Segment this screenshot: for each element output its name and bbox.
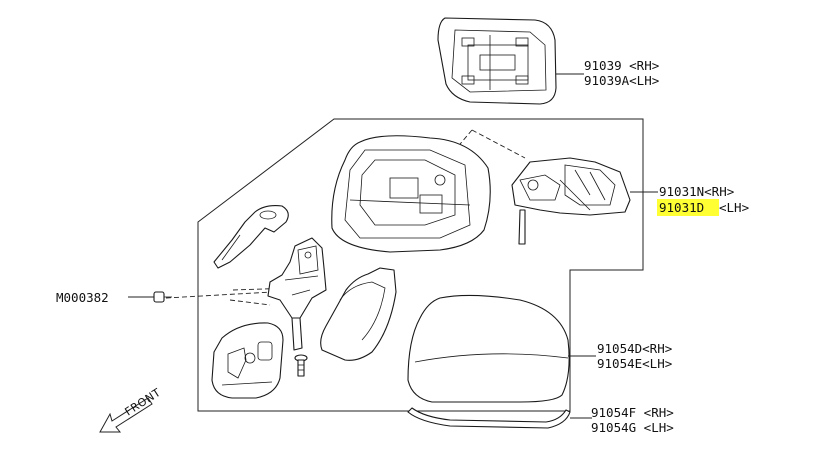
mirror-cover-part (407, 294, 570, 403)
callout-screw: M000382 (56, 290, 109, 305)
callout-glass-rh: 91039 <RH> (584, 58, 659, 73)
assembly-frame (197, 118, 644, 412)
mirror-mount-part (267, 237, 327, 351)
mirror-glass-part (437, 17, 557, 105)
screw-part (294, 354, 308, 377)
mirror-arm-part (213, 205, 289, 269)
callout-mirror-lh-suffix: <LH> (719, 200, 749, 215)
highlight-mark (657, 199, 719, 216)
callout-glass-lh: 91039A<LH> (584, 73, 659, 88)
gasket-part (211, 322, 284, 399)
clip-screw-part (153, 291, 172, 303)
inner-cover-part (320, 267, 397, 361)
callout-mirror-lh-code: 91031D (659, 200, 704, 215)
garnish-part (407, 407, 571, 429)
mirror-base-part (511, 157, 631, 245)
arrow-down-left-icon (99, 397, 153, 433)
callout-cover-lh: 91054E<LH> (597, 356, 672, 371)
front-label: FRONT (123, 386, 164, 419)
callout-mirror-rh: 91031N<RH> (659, 184, 734, 199)
callout-garnish-lh: 91054G <LH> (591, 420, 674, 435)
callout-cover-rh: 91054D<RH> (597, 341, 672, 356)
mirror-housing-part (331, 135, 491, 253)
callout-garnish-rh: 91054F <RH> (591, 405, 674, 420)
